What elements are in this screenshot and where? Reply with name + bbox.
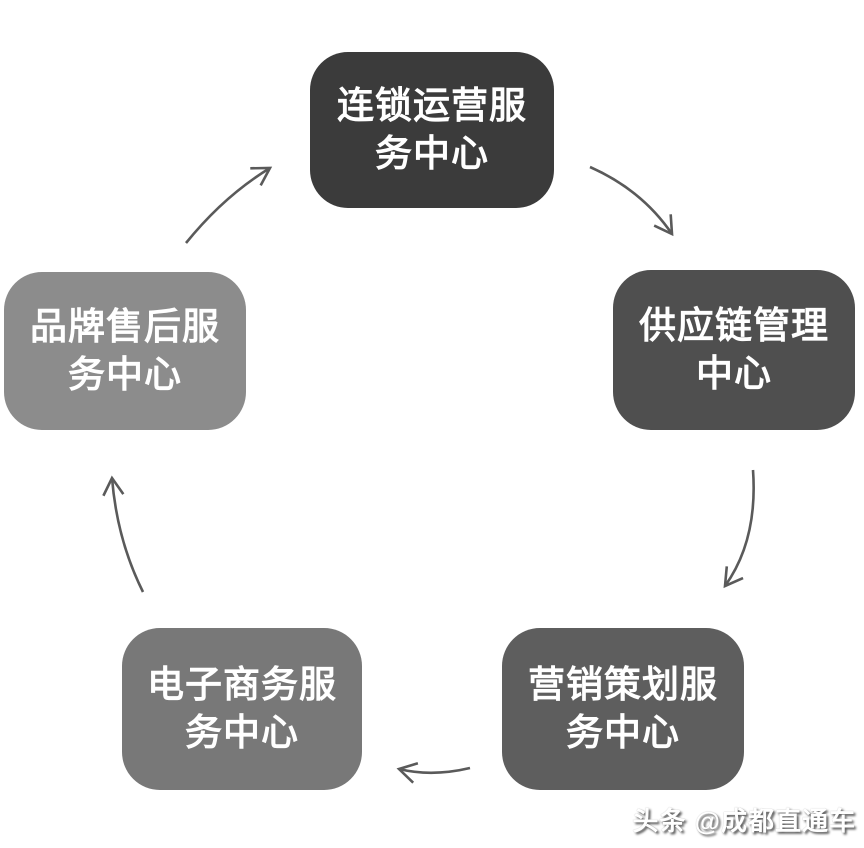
arrow-right-to-bottom-right [723,469,755,589]
node-label: 营销策划服务中心 [528,663,718,753]
node-label: 连锁运营服务中心 [337,84,527,174]
node-label: 品牌售后服务中心 [30,305,220,395]
node-label: 供应链管理中心 [639,304,829,394]
node-supply-chain-center: 供应链管理中心 [613,270,855,430]
arrow-top-to-right [589,165,674,237]
arrow-left-to-top [184,166,273,244]
node-marketing-planning-center: 营销策划服务中心 [502,628,744,790]
node-brand-aftersales-center: 品牌售后服务中心 [4,272,246,430]
node-chain-operation-center: 连锁运营服务中心 [310,52,554,208]
watermark: 头条 @成都直通车 [632,806,856,836]
node-label: 电子商务服务中心 [147,663,337,753]
arrow-bottom-right-to-bottom-left [396,762,471,784]
arrow-bottom-left-to-left [102,475,145,593]
node-ecommerce-service-center: 电子商务服务中心 [122,628,362,790]
